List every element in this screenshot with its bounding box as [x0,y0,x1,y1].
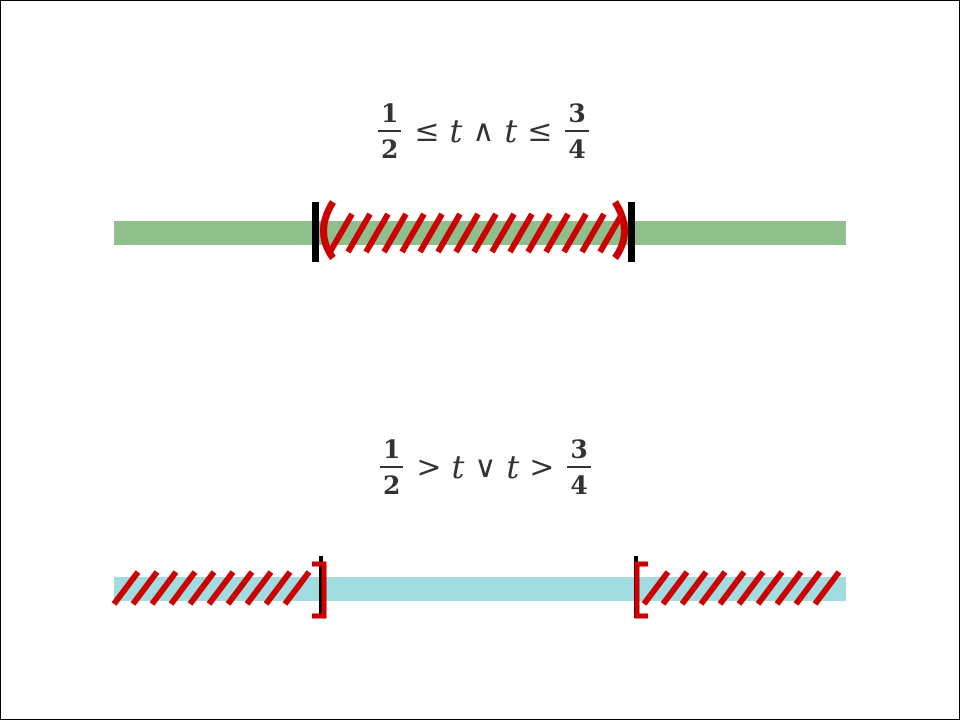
hatch-stroke [130,570,160,606]
fraction-numerator: 3 [568,98,586,128]
red-bracket-bottom-left [312,561,327,619]
leq-symbol: ≤ [527,113,553,149]
fraction-denominator: 2 [383,470,401,500]
and-symbol: ∧ [472,113,495,149]
hatch-stroke [363,212,391,254]
hatch-stroke [717,570,747,606]
variable-t: t [451,448,465,486]
bracket-top-right [628,202,635,262]
bracket-top-left [312,202,319,262]
variable-t: t [506,448,520,486]
hatch-stroke [282,570,312,606]
hatch-stroke [417,212,445,254]
greater-than-symbol: > [529,449,555,485]
fraction-denominator: 2 [381,134,399,164]
hatch-stroke [149,570,179,606]
hatch-stroke [755,570,785,606]
hatch-bottom-right [641,570,842,606]
fraction-three-quarters: 3 4 [565,98,589,164]
hatch-stroke [263,570,293,606]
fraction-three-quarters: 3 4 [567,434,591,500]
fraction-one-half: 1 2 [380,434,404,500]
hatch-stroke [225,570,255,606]
hatch-stroke [525,212,553,254]
fraction-denominator: 4 [570,470,588,500]
paren-top-left [320,200,337,261]
hatch-top [327,212,625,254]
hatch-stroke [345,212,373,254]
fraction-bar [567,465,591,468]
formula-union: 1 2 > t ∨ t > 3 4 [374,428,597,506]
bracket-bottom-left [319,556,323,618]
hatch-stroke [543,212,571,254]
fraction-bar [380,465,404,468]
hatch-bottom-left [111,570,312,606]
hatch-stroke [187,570,217,606]
fraction-numerator: 3 [570,434,588,464]
fraction-numerator: 1 [383,434,401,464]
hatch-stroke [435,212,463,254]
or-symbol: ∨ [474,449,497,485]
hatch-stroke [453,212,481,254]
leq-symbol: ≤ [414,113,440,149]
hatch-stroke [206,570,236,606]
hatch-stroke [111,570,141,606]
hatch-stroke [489,212,517,254]
hatch-stroke [399,212,427,254]
red-bracket-bottom-right [634,561,648,619]
hatch-stroke [660,570,690,606]
greater-than-symbol: > [416,449,442,485]
variable-t: t [449,112,463,150]
hatch-stroke [812,570,842,606]
hatch-stroke [381,212,409,254]
fraction-bar [378,129,402,132]
paren-top-right [611,200,628,261]
fraction-bar [565,129,589,132]
hatch-stroke [597,212,625,254]
hatch-stroke [736,570,766,606]
fraction-one-half: 1 2 [378,98,402,164]
hatch-stroke [641,570,671,606]
fraction-numerator: 1 [381,98,399,128]
hatch-stroke [698,570,728,606]
hatch-stroke [327,212,355,254]
hatch-stroke [561,212,589,254]
hatch-stroke [679,570,709,606]
hatch-stroke [579,212,607,254]
fraction-denominator: 4 [568,134,586,164]
hatch-stroke [168,570,198,606]
hatch-stroke [471,212,499,254]
hatch-stroke [244,570,274,606]
hatch-stroke [774,570,804,606]
formula-intersection: 1 2 ≤ t ∧ t ≤ 3 4 [372,94,595,168]
hatch-stroke [507,212,535,254]
variable-t: t [504,112,518,150]
hatch-stroke [793,570,823,606]
